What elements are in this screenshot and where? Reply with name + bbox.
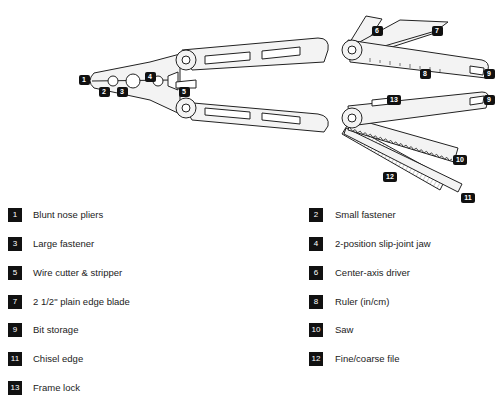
right-tool-fanned bbox=[342, 16, 488, 192]
callout-number: 13 bbox=[387, 95, 401, 105]
pivot-center bbox=[348, 46, 356, 54]
callout-number: 5 bbox=[179, 87, 190, 97]
legend-number: 5 bbox=[8, 266, 22, 280]
callout-number: 10 bbox=[453, 155, 467, 165]
pivot-center bbox=[182, 104, 190, 112]
callout-number: 8 bbox=[420, 69, 431, 79]
legend-number: 9 bbox=[8, 323, 22, 337]
legend-number: 1 bbox=[8, 208, 22, 222]
callout-number: 1 bbox=[79, 75, 90, 85]
pivot bbox=[176, 98, 196, 118]
bit-storage bbox=[470, 96, 484, 105]
legend-text: Bit storage bbox=[33, 323, 78, 337]
legend-text: Small fastener bbox=[335, 208, 396, 222]
legend-text: Frame lock bbox=[33, 381, 80, 395]
callout-number: 9 bbox=[484, 69, 495, 79]
pivot-center bbox=[182, 56, 190, 64]
legend-number: 4 bbox=[309, 237, 323, 251]
legend-number: 6 bbox=[309, 266, 323, 280]
legend-text: 2-position slip-joint jaw bbox=[335, 237, 431, 251]
legend-number: 13 bbox=[8, 381, 22, 395]
handle-cutout bbox=[205, 108, 250, 119]
plier-jaws bbox=[90, 54, 180, 114]
pivot bbox=[342, 40, 362, 60]
callout-number: 3 bbox=[117, 87, 128, 97]
legend-number: 12 bbox=[309, 352, 323, 366]
callout-number: 2 bbox=[99, 87, 110, 97]
callout-number: 12 bbox=[383, 172, 397, 182]
bit-storage bbox=[470, 66, 484, 75]
pivot-center bbox=[348, 114, 356, 122]
legend-number: 10 bbox=[309, 323, 323, 337]
large-fastener bbox=[126, 74, 140, 88]
legend-text: Fine/coarse file bbox=[335, 352, 399, 366]
pivot bbox=[342, 108, 362, 128]
legend-text: Chisel edge bbox=[33, 352, 83, 366]
legend-text: Saw bbox=[335, 323, 353, 337]
legend-number: 3 bbox=[8, 237, 22, 251]
small-fastener bbox=[108, 76, 118, 86]
lower-handle bbox=[348, 92, 488, 126]
legend-number: 2 bbox=[309, 208, 323, 222]
saw-teeth bbox=[350, 128, 452, 161]
legend-number: 7 bbox=[8, 295, 22, 309]
callout-number: 9 bbox=[484, 95, 495, 105]
upper-handle bbox=[182, 38, 328, 70]
left-tool-open bbox=[90, 38, 328, 132]
callout-number: 7 bbox=[432, 26, 443, 36]
pivot bbox=[176, 50, 196, 70]
saw bbox=[348, 118, 458, 162]
callout-number: 11 bbox=[461, 193, 475, 203]
upper-handle bbox=[348, 40, 488, 78]
handle-cutout bbox=[262, 113, 300, 124]
legend-number: 8 bbox=[309, 295, 323, 309]
handle-cutout bbox=[205, 52, 250, 64]
legend-text: Large fastener bbox=[33, 237, 94, 251]
callout-number: 4 bbox=[145, 72, 156, 82]
legend-text: 2 1/2" plain edge blade bbox=[33, 295, 130, 309]
lower-handle bbox=[182, 102, 328, 132]
legend-text: Blunt nose pliers bbox=[33, 208, 103, 222]
legend-number: 11 bbox=[8, 352, 22, 366]
legend-text: Center-axis driver bbox=[335, 266, 410, 280]
handle-cutout bbox=[262, 47, 300, 59]
callout-number: 6 bbox=[372, 26, 383, 36]
legend-text: Wire cutter & stripper bbox=[33, 266, 122, 280]
legend-text: Ruler (in/cm) bbox=[335, 295, 389, 309]
